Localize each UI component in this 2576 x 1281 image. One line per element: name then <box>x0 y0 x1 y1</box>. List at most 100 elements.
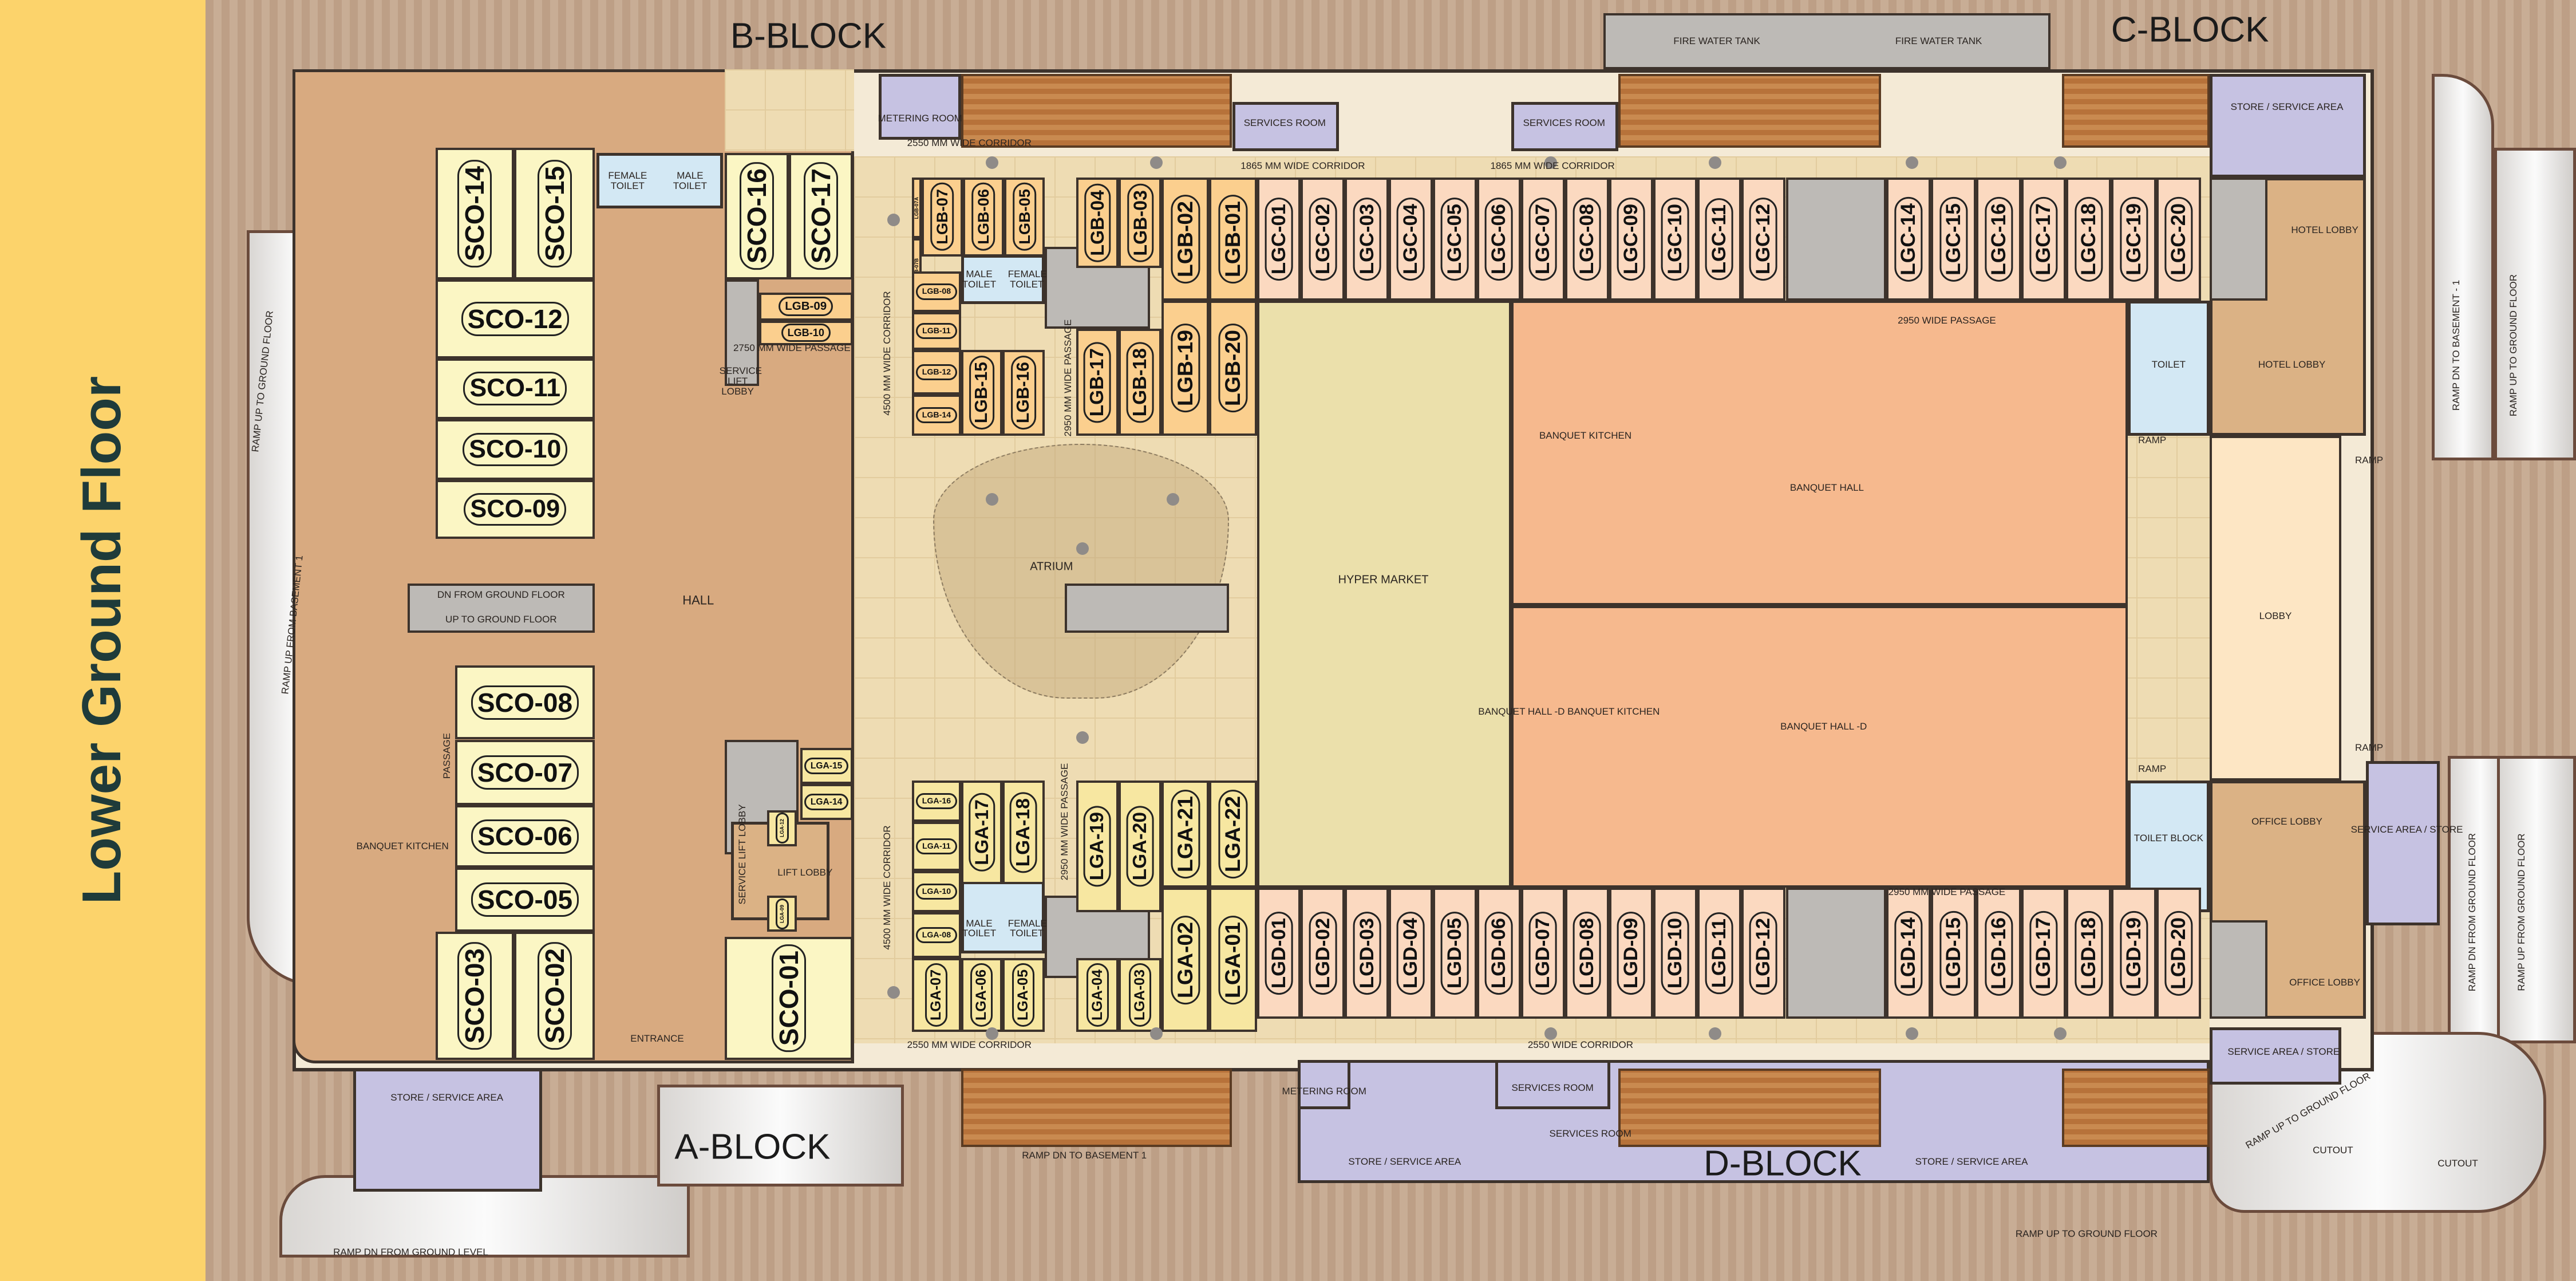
shop-unit-lgb[interactable]: LGB-17 <box>1076 329 1119 436</box>
shop-unit-lgd[interactable]: LGD-14 <box>1886 887 1931 1019</box>
shop-unit-lgc[interactable]: LGC-10 <box>1653 177 1697 301</box>
shop-unit-lgb[interactable]: LGB-06 <box>962 177 1004 257</box>
shop-unit-lgc[interactable]: LGC-07 <box>1521 177 1565 301</box>
shop-unit-lgd[interactable]: LGD-03 <box>1345 887 1389 1019</box>
shop-unit-lgc[interactable]: LGC-14 <box>1886 177 1931 301</box>
shop-unit-lgc[interactable]: LGC-09 <box>1609 177 1653 301</box>
shop-unit-lga[interactable]: LGA-16 <box>911 781 961 822</box>
shop-unit-lga[interactable]: LGA-06 <box>961 958 1002 1032</box>
shop-unit-lgd[interactable]: LGD-10 <box>1653 887 1697 1019</box>
shop-unit-lgb[interactable]: LGB-11 <box>911 312 961 350</box>
unit-label: LGB-08 <box>915 283 958 300</box>
shop-unit-lgc[interactable]: LGC-05 <box>1433 177 1477 301</box>
shop-unit-lga[interactable]: LGA-21 <box>1161 781 1210 888</box>
shop-unit-lgd[interactable]: LGD-11 <box>1697 887 1741 1019</box>
shop-unit-lgc[interactable]: LGC-16 <box>1976 177 2021 301</box>
shop-unit-lgd[interactable]: LGD-04 <box>1389 887 1433 1019</box>
shop-unit-sco[interactable]: SCO-06 <box>455 805 595 868</box>
shop-unit-lga[interactable]: LGA-11 <box>911 822 961 872</box>
shop-unit-lgd[interactable]: LGD-18 <box>2066 887 2111 1019</box>
shop-unit-lga[interactable]: LGA-22 <box>1209 781 1257 888</box>
shop-unit-lgb[interactable]: LGB-20 <box>1209 301 1257 436</box>
shop-unit-sco[interactable]: SCO-08 <box>455 665 595 740</box>
shop-unit-lgb[interactable]: LGB-10 <box>758 320 853 345</box>
shop-unit-sco[interactable]: SCO-17 <box>788 152 853 279</box>
shop-unit-lgc[interactable]: LGC-04 <box>1389 177 1433 301</box>
shop-unit-lgd[interactable]: LGD-16 <box>1976 887 2021 1019</box>
shop-unit-lgb[interactable]: LGB-05 <box>1003 177 1045 257</box>
shop-unit-lgc[interactable]: LGC-17 <box>2021 177 2067 301</box>
shop-unit-lgd[interactable]: LGD-07 <box>1521 887 1565 1019</box>
shop-unit-lgc[interactable]: LGC-18 <box>2066 177 2111 301</box>
shop-unit-lgb[interactable]: LGB-01 <box>1209 177 1257 301</box>
shop-unit-lgc[interactable]: LGC-12 <box>1741 177 1785 301</box>
shop-unit-lga[interactable]: LGA-02 <box>1161 887 1210 1032</box>
shop-unit-lgc[interactable]: LGC-11 <box>1697 177 1741 301</box>
shop-unit-lga[interactable]: LGA-10 <box>911 871 961 912</box>
shop-unit-sco[interactable]: SCO-12 <box>435 279 595 358</box>
shop-unit-sco[interactable]: SCO-03 <box>435 932 515 1061</box>
shop-unit-lgb[interactable]: LGB-19 <box>1161 301 1210 436</box>
shop-unit-lga[interactable]: LGA-07 <box>911 958 961 1032</box>
escalator-atrium[interactable] <box>1064 583 1229 633</box>
shop-unit-lgb[interactable]: LGB-15 <box>961 350 1002 436</box>
shop-unit-sco[interactable]: SCO-05 <box>455 868 595 932</box>
shop-unit-lga[interactable]: LGA-20 <box>1119 781 1162 912</box>
shop-unit-sco[interactable]: SCO-01 <box>724 936 853 1061</box>
shop-unit-sco[interactable]: SCO-14 <box>435 148 515 279</box>
shop-unit-sco[interactable]: SCO-07 <box>455 739 595 806</box>
shop-unit-lgb[interactable]: LGB-02 <box>1161 177 1210 301</box>
shop-unit-lgd[interactable]: LGD-20 <box>2156 887 2202 1019</box>
shop-unit-lgd[interactable]: LGD-08 <box>1564 887 1609 1019</box>
shop-unit-lga[interactable]: LGA-08 <box>911 912 961 959</box>
unit-label: LGB-05 <box>1012 183 1037 251</box>
shop-unit-sco[interactable]: SCO-10 <box>435 419 595 480</box>
shop-unit-lgd[interactable]: LGD-09 <box>1609 887 1653 1019</box>
shop-unit-lgb[interactable]: LGB-14 <box>911 394 961 436</box>
shop-unit-lgb[interactable]: LGB-07 <box>922 177 963 257</box>
shop-unit-lgc[interactable]: LGC-08 <box>1564 177 1609 301</box>
shop-unit-lgd[interactable]: LGD-05 <box>1433 887 1477 1019</box>
shop-unit-lgb[interactable]: LGB-16 <box>1002 350 1045 436</box>
shop-unit-lga[interactable]: LGA-14 <box>800 783 853 821</box>
unit-label: LGA-03 <box>1129 963 1152 1027</box>
shop-unit-lgd[interactable]: LGD-12 <box>1741 887 1785 1019</box>
shop-unit-lga[interactable]: LGA-12 <box>767 810 797 847</box>
shop-unit-lgc[interactable]: LGC-06 <box>1477 177 1522 301</box>
shop-unit-lga[interactable]: LGA-01 <box>1209 887 1257 1032</box>
shop-unit-lgb[interactable]: LGB-08 <box>911 271 961 313</box>
shop-unit-lgc[interactable]: LGC-19 <box>2111 177 2156 301</box>
shop-unit-sco[interactable]: SCO-09 <box>435 480 595 539</box>
shop-unit-lgc[interactable]: LGC-01 <box>1257 177 1301 301</box>
shop-unit-sco[interactable]: SCO-11 <box>435 358 595 419</box>
shop-unit-lgd[interactable]: LGD-19 <box>2111 887 2156 1019</box>
shop-unit-lgc[interactable]: LGC-02 <box>1301 177 1345 301</box>
shop-unit-lgd[interactable]: LGD-01 <box>1257 887 1301 1019</box>
shop-unit-lga[interactable]: LGA-03 <box>1119 958 1162 1032</box>
shop-unit-sco[interactable]: SCO-02 <box>514 932 595 1061</box>
shop-unit-lgb[interactable]: LGB-07A <box>911 177 922 239</box>
shop-unit-lgd[interactable]: LGD-06 <box>1477 887 1522 1019</box>
shop-unit-lgb[interactable]: LGB-18 <box>1119 329 1162 436</box>
shop-unit-lgc[interactable]: LGC-03 <box>1345 177 1389 301</box>
shop-unit-lga[interactable]: LGA-15 <box>800 747 853 784</box>
shop-unit-lga[interactable]: LGA-17 <box>961 781 1002 885</box>
shop-unit-lga[interactable]: LGA-09 <box>767 896 797 932</box>
shop-unit-sco[interactable]: SCO-15 <box>514 148 595 279</box>
escalator-hall[interactable] <box>407 583 595 633</box>
shop-unit-lgd[interactable]: LGD-02 <box>1301 887 1345 1019</box>
shop-unit-lgc[interactable]: LGC-15 <box>1931 177 1977 301</box>
shop-unit-lga[interactable]: LGA-18 <box>1002 781 1045 885</box>
metering-room-top <box>879 74 961 140</box>
shop-unit-lgc[interactable]: LGC-20 <box>2156 177 2202 301</box>
shop-unit-lgd[interactable]: LGD-15 <box>1931 887 1977 1019</box>
shop-unit-lga[interactable]: LGA-19 <box>1076 781 1119 912</box>
shop-unit-lgb[interactable]: LGB-04 <box>1076 177 1119 268</box>
shop-unit-sco[interactable]: SCO-16 <box>724 152 789 279</box>
shop-unit-lgd[interactable]: LGD-17 <box>2021 887 2067 1019</box>
shop-unit-lga[interactable]: LGA-05 <box>1002 958 1045 1032</box>
shop-unit-lgb[interactable]: LGB-12 <box>911 350 961 395</box>
shop-unit-lgb[interactable]: LGB-09 <box>758 292 853 321</box>
shop-unit-lgb[interactable]: LGB-03 <box>1119 177 1162 268</box>
shop-unit-lga[interactable]: LGA-04 <box>1076 958 1119 1032</box>
